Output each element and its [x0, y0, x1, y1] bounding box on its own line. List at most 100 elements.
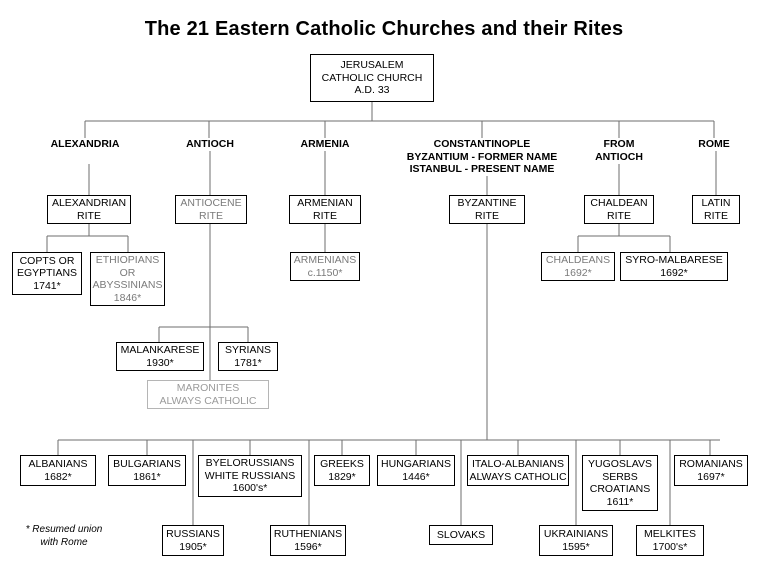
church-syrians-year: 1781* — [234, 356, 262, 369]
rite-armenian-rite: RITE — [313, 209, 337, 222]
rite-latin-name: LATIN — [701, 197, 731, 209]
church-italo-albanians-note: ALWAYS CATHOLIC — [469, 470, 567, 483]
church-romanians: ROMANIANS 1697* — [674, 455, 748, 486]
church-ethiopians-line-3: ABYSSINIANS — [92, 279, 163, 291]
church-yugoslavs-line-1: YUGOSLAVS — [588, 458, 652, 470]
church-romanians-year: 1697* — [697, 470, 725, 483]
church-syro-malbarese: SYRO-MALBARESE 1692* — [620, 252, 728, 281]
rite-chaldean: CHALDEAN RITE — [584, 195, 654, 224]
rite-latin: LATIN RITE — [692, 195, 740, 224]
church-melkites: MELKITES 1700's* — [636, 525, 704, 556]
church-slovaks-name: SLOVAKS — [436, 528, 486, 541]
church-maronites-note: ALWAYS CATHOLIC — [159, 394, 257, 407]
church-byelorussians-line-2: WHITE RUSSIANS — [204, 469, 296, 482]
root-line-2: CATHOLIC CHURCH — [321, 71, 423, 84]
church-chaldeans-name: CHALDEANS — [545, 254, 611, 266]
church-syrians: SYRIANS 1781* — [218, 342, 278, 371]
church-melkites-name: MELKITES — [644, 528, 696, 540]
church-ethiopians-line-1: ETHIOPIANS — [95, 254, 160, 266]
region-antioch-label: ANTIOCH — [186, 138, 234, 150]
region-antioch: ANTIOCH — [170, 138, 250, 151]
church-copts-line-2: EGYPTIANS — [16, 267, 78, 280]
church-hungarians-year: 1446* — [402, 470, 430, 483]
church-melkites-year: 1700's* — [652, 540, 688, 553]
region-constantinople: CONSTANTINOPLE BYZANTIUM - FORMER NAME I… — [402, 138, 562, 176]
rite-armenian: ARMENIAN RITE — [289, 195, 361, 224]
church-armenians-year: c.1150* — [307, 266, 343, 279]
church-malankarese: MALANKARESE 1930* — [116, 342, 204, 371]
church-russians-name: RUSSIANS — [166, 528, 220, 540]
church-ruthenians-name: RUTHENIANS — [273, 528, 343, 540]
rite-chaldean-rite: RITE — [607, 209, 631, 222]
church-ukrainians-name: UKRAINIANS — [543, 528, 609, 540]
church-greeks: GREEKS 1829* — [314, 455, 370, 486]
church-chaldeans: CHALDEANS 1692* — [541, 252, 615, 281]
church-yugoslavs-year: 1611* — [606, 495, 634, 508]
footnote-resumed-union: * Resumed union with Rome — [14, 523, 114, 549]
church-chaldeans-year: 1692* — [564, 266, 592, 279]
church-ukrainians-year: 1595* — [562, 540, 590, 553]
rite-byzantine-rite: RITE — [475, 209, 499, 222]
region-from-antioch-line-2: ANTIOCH — [595, 150, 643, 163]
region-rome-label: ROME — [698, 138, 730, 150]
church-ethiopians: ETHIOPIANS OR ABYSSINIANS 1846* — [90, 252, 165, 306]
church-hungarians: HUNGARIANS 1446* — [377, 455, 455, 486]
church-albanians-name: ALBANIANS — [28, 458, 88, 470]
church-ruthenians-year: 1596* — [294, 540, 322, 553]
church-maronites: MARONITES ALWAYS CATHOLIC — [147, 380, 269, 409]
church-armenians: ARMENIANS c.1150* — [290, 252, 360, 281]
rite-antiocene: ANTIOCENE RITE — [175, 195, 247, 224]
church-malankarese-name: MALANKARESE — [120, 344, 200, 356]
church-copts: COPTS OR EGYPTIANS 1741* — [12, 252, 82, 295]
rite-antiocene-name: ANTIOCENE — [180, 197, 242, 209]
church-bulgarians-name: BULGARIANS — [113, 458, 181, 470]
rite-antiocene-rite: RITE — [199, 209, 223, 222]
church-albanians-year: 1682* — [44, 470, 72, 483]
church-hungarians-name: HUNGARIANS — [380, 458, 451, 470]
church-syrians-name: SYRIANS — [224, 344, 272, 356]
region-constantinople-former: BYZANTIUM - FORMER NAME — [406, 150, 558, 163]
rite-armenian-name: ARMENIAN — [297, 197, 353, 209]
church-byelorussians-year: 1600's* — [232, 482, 268, 495]
church-copts-line-1: COPTS OR — [19, 254, 75, 267]
church-syro-malbarese-name: SYRO-MALBARESE — [625, 254, 723, 266]
church-byelorussians: BYELORUSSIANS WHITE RUSSIANS 1600's* — [198, 455, 302, 497]
root-jerusalem-box: JERUSALEM CATHOLIC CHURCH A.D. 33 — [310, 54, 434, 102]
region-from-antioch: FROM ANTIOCH — [584, 138, 654, 163]
rite-alexandrian-rite: RITE — [77, 209, 101, 222]
rite-alexandrian: ALEXANDRIAN RITE — [47, 195, 131, 224]
church-bulgarians-year: 1861* — [133, 470, 161, 483]
church-italo-albanians: ITALO-ALBANIANS ALWAYS CATHOLIC — [467, 455, 569, 486]
church-maronites-name: MARONITES — [176, 382, 240, 394]
diagram-title: The 21 Eastern Catholic Churches and the… — [144, 18, 624, 40]
region-armenia-label: ARMENIA — [300, 138, 350, 150]
region-armenia: ARMENIA — [285, 138, 365, 151]
root-line-3: A.D. 33 — [354, 84, 390, 97]
rite-alexandrian-name: ALEXANDRIAN — [51, 197, 127, 209]
church-ethiopians-line-2: OR — [119, 266, 136, 279]
church-yugoslavs-line-3: CROATIANS — [589, 483, 651, 495]
church-romanians-name: ROMANIANS — [679, 458, 743, 470]
church-greeks-year: 1829* — [328, 470, 356, 483]
church-malankarese-year: 1930* — [146, 356, 174, 369]
rite-latin-rite: RITE — [704, 209, 728, 222]
church-ukrainians: UKRAINIANS 1595* — [539, 525, 613, 556]
church-armenians-name: ARMENIANS — [293, 254, 357, 266]
church-yugoslavs-line-2: SERBS — [602, 470, 638, 483]
region-alexandria: ALEXANDRIA — [45, 138, 125, 151]
region-constantinople-label: CONSTANTINOPLE — [433, 138, 531, 150]
church-albanians: ALBANIANS 1682* — [20, 455, 96, 486]
region-alexandria-label: ALEXANDRIA — [50, 138, 120, 150]
region-from-antioch-line-1: FROM — [603, 138, 635, 150]
rite-byzantine-name: BYZANTINE — [457, 197, 517, 209]
church-italo-albanians-name: ITALO-ALBANIANS — [472, 458, 564, 470]
rite-byzantine: BYZANTINE RITE — [449, 195, 525, 224]
church-ethiopians-year: 1846* — [113, 291, 142, 304]
church-bulgarians: BULGARIANS 1861* — [108, 455, 186, 486]
region-constantinople-present: ISTANBUL - PRESENT NAME — [409, 163, 555, 175]
church-syro-malbarese-year: 1692* — [660, 266, 688, 279]
footnote-line-2: with Rome — [40, 537, 88, 548]
church-copts-year: 1741* — [33, 279, 61, 292]
church-byelorussians-line-1: BYELORUSSIANS — [205, 457, 295, 470]
